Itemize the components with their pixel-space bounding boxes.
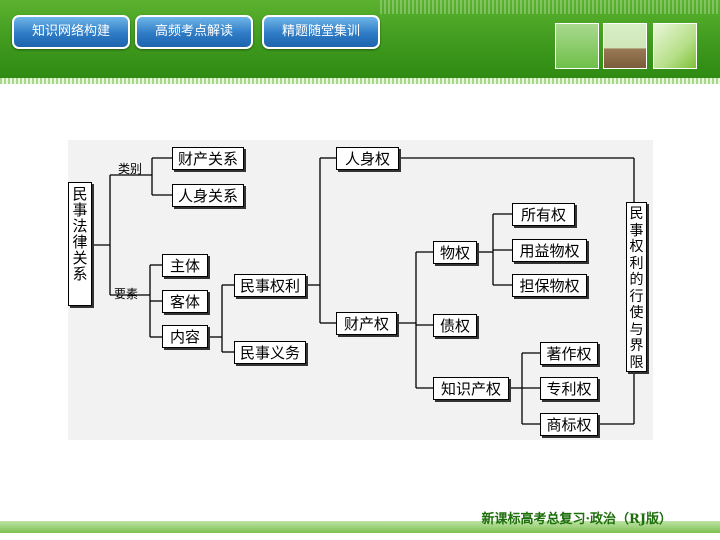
node-exercise-and-limits-of-civil-rights: 民事权利的行使与界限	[626, 202, 647, 372]
header-bottom-stripe	[0, 78, 720, 84]
tab-knowledge-network[interactable]: 知识网络构建	[12, 15, 130, 49]
node-real-rights: 物权	[433, 241, 477, 264]
node-civil-legal-relationship: 民事法律关系	[68, 182, 92, 306]
decorative-green-square	[555, 23, 599, 69]
node-personal-relationship: 人身关系	[172, 184, 244, 207]
tab-high-frequency-points[interactable]: 高频考点解读	[135, 15, 253, 49]
node-copyright: 著作权	[540, 342, 598, 365]
footer-bar	[0, 521, 720, 533]
label-category: 类别	[118, 162, 143, 176]
decorative-sprout-image	[603, 23, 647, 69]
node-civil-obligations: 民事义务	[234, 341, 306, 364]
node-trademark-rights: 商标权	[540, 413, 598, 436]
node-object: 客体	[162, 290, 208, 313]
node-civil-rights: 民事权利	[234, 274, 306, 297]
node-property-rights: 财产权	[336, 312, 397, 335]
node-creditor-rights: 债权	[433, 314, 477, 337]
node-property-relationship: 财产关系	[172, 147, 244, 170]
node-personal-rights: 人身权	[336, 147, 399, 170]
node-usufructuary-rights: 用益物权	[512, 239, 587, 262]
node-subject: 主体	[162, 254, 208, 277]
node-content: 内容	[162, 325, 208, 348]
footer-title: 新课标高考总复习·政治（RJ版）	[481, 512, 672, 527]
header-decoration-stripes	[380, 0, 720, 14]
decorative-leaf-image	[653, 23, 697, 69]
label-elements: 要素	[114, 287, 139, 301]
node-patent-rights: 专利权	[540, 377, 598, 400]
node-ownership: 所有权	[512, 203, 575, 226]
node-security-interests: 担保物权	[512, 274, 587, 297]
node-intellectual-property-rights: 知识产权	[433, 377, 509, 400]
tab-practice-training[interactable]: 精题随堂集训	[262, 15, 380, 49]
